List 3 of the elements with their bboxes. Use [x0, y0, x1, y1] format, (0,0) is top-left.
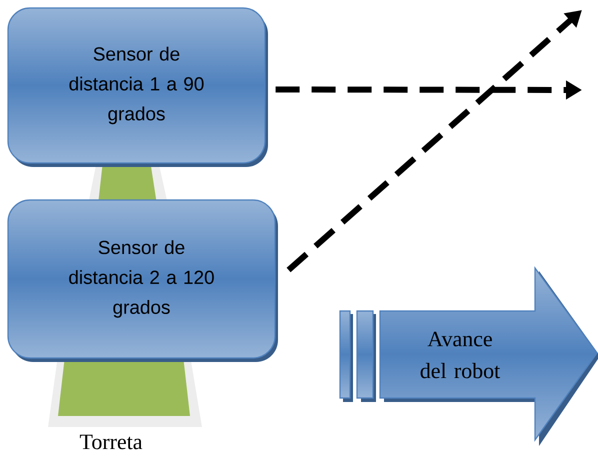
turret-label: Torreta: [80, 434, 142, 450]
sensor-box: Sensor de distancia 1 a 90 grados: [7, 7, 268, 167]
sensor-box: Sensor de distancia 2 a 120 grados: [7, 199, 278, 362]
